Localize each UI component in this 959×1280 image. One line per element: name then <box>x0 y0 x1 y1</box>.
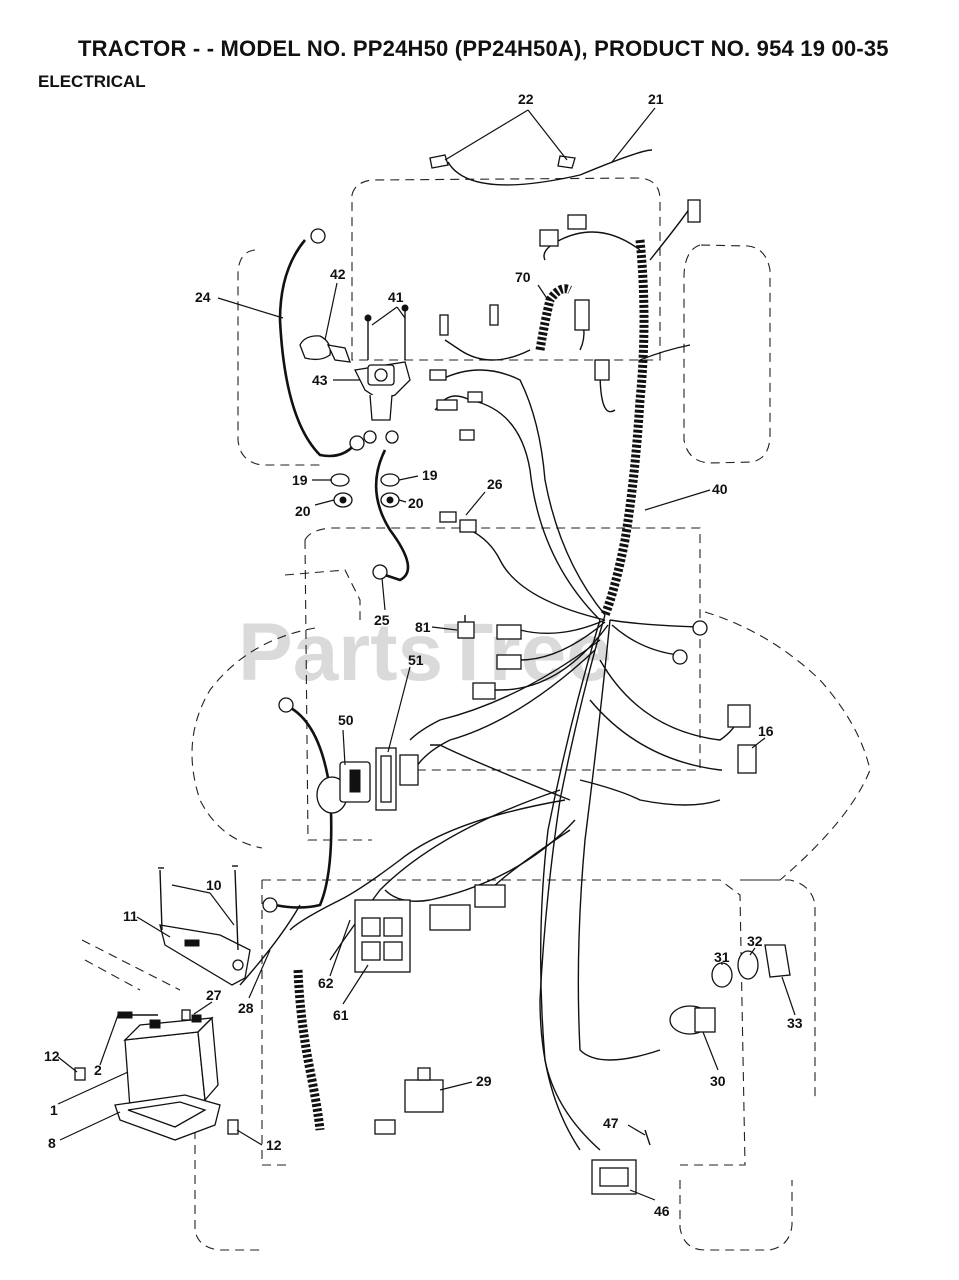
label-51: 51 <box>408 652 424 668</box>
battery-assembly <box>74 865 251 1141</box>
label-8: 8 <box>48 1135 56 1151</box>
harness-coil-small <box>535 284 573 351</box>
cable-terminals <box>262 228 708 913</box>
label-19b: 19 <box>422 467 438 483</box>
label-20b: 20 <box>408 495 424 511</box>
label-10: 10 <box>206 877 222 893</box>
label-41: 41 <box>388 289 404 305</box>
wire-harness <box>289 199 741 1151</box>
label-22: 22 <box>518 91 534 107</box>
label-40: 40 <box>712 481 728 497</box>
label-16: 16 <box>758 723 774 739</box>
label-29: 29 <box>476 1073 492 1089</box>
label-61: 61 <box>333 1007 349 1023</box>
label-12b: 12 <box>266 1137 282 1153</box>
label-33: 33 <box>787 1015 803 1031</box>
label-1: 1 <box>50 1102 58 1118</box>
lead-wire-28 <box>239 904 301 986</box>
part-labels: 22 21 24 42 41 43 70 19 19 20 20 26 40 2… <box>44 91 803 1219</box>
leader-lines <box>57 107 796 1201</box>
harness-sleeve <box>600 239 649 617</box>
label-21: 21 <box>648 91 664 107</box>
label-20a: 20 <box>295 503 311 519</box>
label-19a: 19 <box>292 472 308 488</box>
label-2: 2 <box>94 1062 102 1078</box>
label-28: 28 <box>238 1000 254 1016</box>
section-title: ELECTRICAL <box>38 72 146 91</box>
label-46: 46 <box>654 1203 670 1219</box>
label-32: 32 <box>747 933 763 949</box>
diagram-title: TRACTOR - - MODEL NO. PP24H50 (PP24H50A)… <box>78 36 889 61</box>
battery-cable-50 <box>274 703 333 909</box>
battery-cable-24 <box>278 239 360 458</box>
tractor-outline <box>81 177 871 1251</box>
label-27: 27 <box>206 987 222 1003</box>
label-62: 62 <box>318 975 334 991</box>
label-11: 11 <box>123 908 138 924</box>
label-42: 42 <box>330 266 346 282</box>
label-31: 31 <box>714 949 730 965</box>
label-47: 47 <box>603 1115 619 1131</box>
battery-cable-25 <box>374 449 410 582</box>
label-70: 70 <box>515 269 531 285</box>
label-30: 30 <box>710 1073 726 1089</box>
harness-coil-lower <box>293 969 325 1131</box>
label-50: 50 <box>338 712 354 728</box>
switches-connectors <box>316 149 791 1195</box>
label-25: 25 <box>374 612 390 628</box>
label-24: 24 <box>195 289 211 305</box>
label-26: 26 <box>487 476 503 492</box>
solenoid-assembly <box>299 304 411 421</box>
washers-nuts <box>330 473 400 508</box>
watermark-text: PartsTree <box>238 607 612 698</box>
label-81: 81 <box>415 619 431 635</box>
label-12a: 12 <box>44 1048 60 1064</box>
label-43: 43 <box>312 372 328 388</box>
